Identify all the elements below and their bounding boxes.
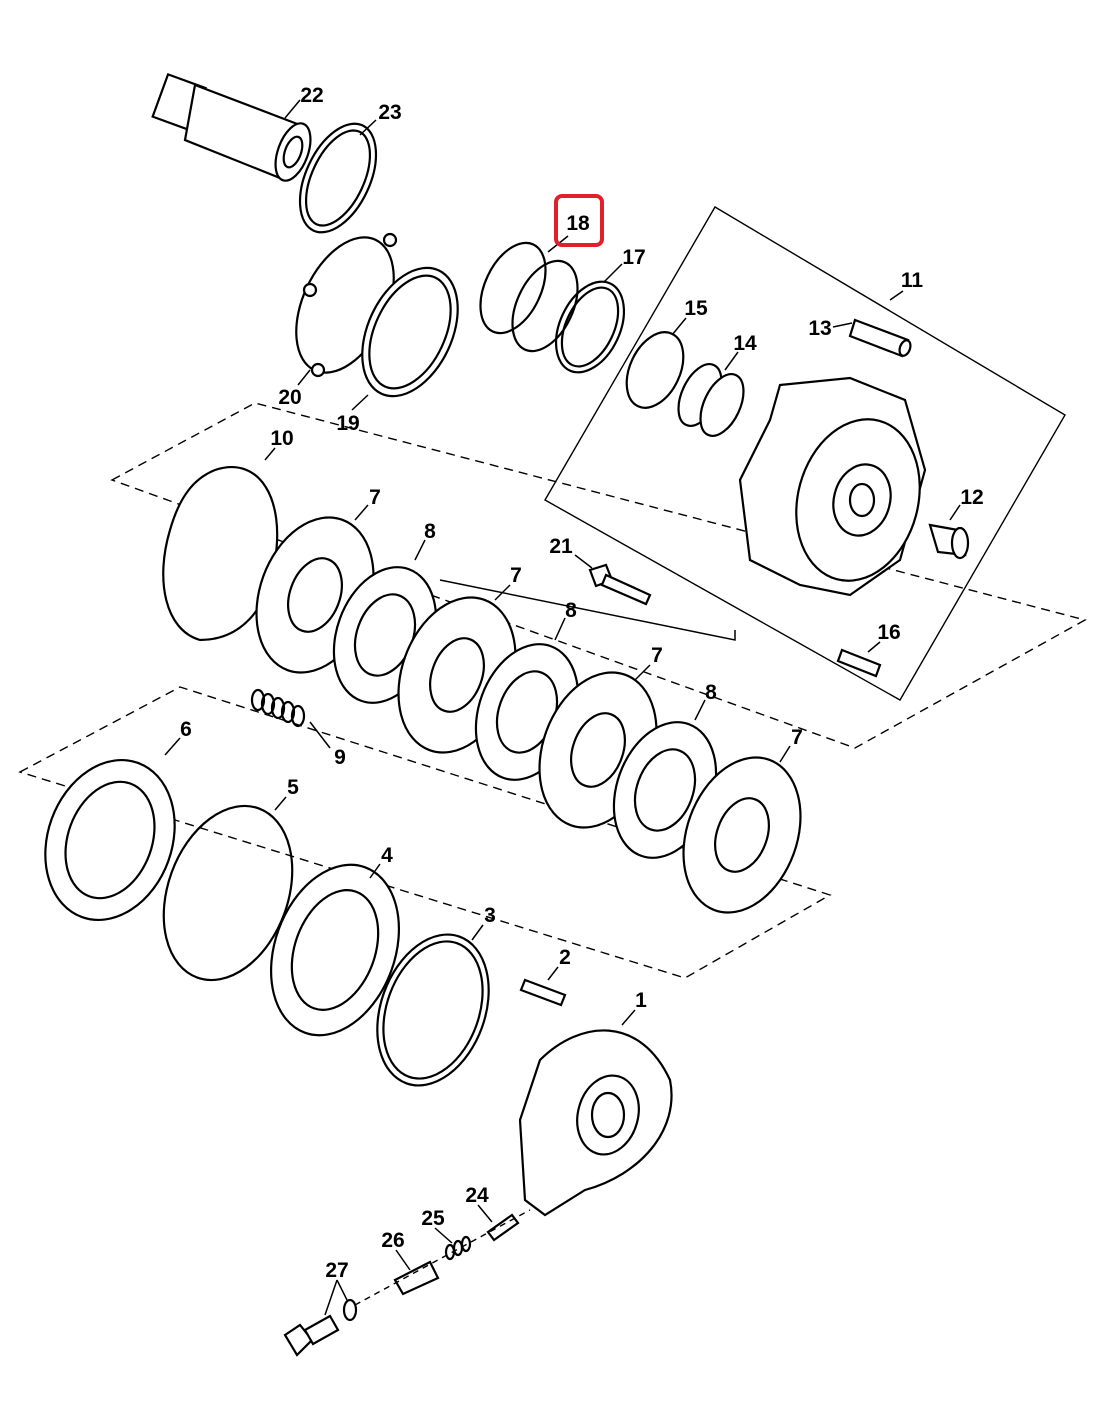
callout-23[interactable]: 23 bbox=[378, 101, 401, 124]
part-4-piston[interactable] bbox=[249, 847, 422, 1053]
part-14-bushing[interactable] bbox=[670, 357, 753, 442]
part-15-snap-ring[interactable] bbox=[615, 323, 694, 417]
part-27-plug[interactable] bbox=[283, 1298, 358, 1357]
brake-pack-group-outline bbox=[110, 402, 1087, 749]
callout-6[interactable]: 6 bbox=[180, 718, 192, 741]
callout-2[interactable]: 2 bbox=[559, 946, 571, 969]
callout-4[interactable]: 4 bbox=[381, 844, 393, 867]
callout-1[interactable]: 1 bbox=[635, 989, 647, 1012]
callout-24[interactable]: 24 bbox=[465, 1184, 489, 1207]
callout-25[interactable]: 25 bbox=[421, 1207, 445, 1230]
part-22-shaft[interactable] bbox=[151, 72, 318, 185]
highlight-box-part-18 bbox=[554, 194, 604, 247]
part-13-pin[interactable] bbox=[848, 318, 912, 358]
callout-7d[interactable]: 7 bbox=[791, 726, 803, 749]
callout-8a[interactable]: 8 bbox=[424, 520, 436, 543]
callout-8c[interactable]: 8 bbox=[705, 681, 717, 704]
callout-14[interactable]: 14 bbox=[733, 332, 757, 355]
part-9-spring[interactable] bbox=[250, 688, 306, 728]
part-2-pin[interactable] bbox=[519, 978, 567, 1007]
part-18-snap-rings[interactable] bbox=[467, 233, 590, 362]
part-16-pin[interactable] bbox=[836, 648, 882, 678]
callout-3[interactable]: 3 bbox=[484, 904, 496, 927]
part-23-ring[interactable] bbox=[284, 112, 391, 244]
part-10-gasket[interactable] bbox=[162, 466, 279, 642]
callout-8b[interactable]: 8 bbox=[565, 599, 577, 622]
callout-10[interactable]: 10 bbox=[270, 427, 293, 450]
part-19-ring[interactable] bbox=[343, 253, 477, 412]
piston-group-outline bbox=[18, 686, 832, 979]
part-12-bushing[interactable] bbox=[928, 523, 970, 560]
part-6-plate[interactable] bbox=[24, 742, 197, 939]
part-21-bolt[interactable] bbox=[588, 563, 652, 606]
callout-5[interactable]: 5 bbox=[287, 776, 299, 799]
part-17-ring[interactable] bbox=[543, 271, 638, 383]
part-7-friction-disc[interactable] bbox=[663, 741, 821, 929]
assembly-line bbox=[354, 1209, 531, 1306]
callout-20[interactable]: 20 bbox=[278, 386, 301, 409]
callout-7b[interactable]: 7 bbox=[510, 564, 522, 587]
housing-assembly-box bbox=[544, 206, 1066, 701]
callout-22[interactable]: 22 bbox=[300, 84, 323, 107]
callout-26[interactable]: 26 bbox=[381, 1229, 404, 1252]
leader-lines bbox=[164, 99, 961, 1316]
leader-line bbox=[439, 579, 736, 641]
callout-27[interactable]: 27 bbox=[325, 1259, 348, 1282]
callout-17[interactable]: 17 bbox=[622, 246, 645, 269]
callout-12[interactable]: 12 bbox=[960, 486, 983, 509]
callout-16[interactable]: 16 bbox=[877, 621, 900, 644]
callout-7c[interactable]: 7 bbox=[651, 644, 663, 667]
part-11-housing[interactable] bbox=[738, 376, 937, 597]
part-3-seal[interactable] bbox=[357, 919, 508, 1101]
part-26-plunger[interactable] bbox=[393, 1260, 440, 1296]
callout-7a[interactable]: 7 bbox=[369, 486, 381, 509]
callout-9[interactable]: 9 bbox=[334, 746, 346, 769]
callout-19[interactable]: 19 bbox=[336, 412, 359, 435]
part-1-cover[interactable] bbox=[518, 1029, 673, 1217]
callout-15[interactable]: 15 bbox=[684, 297, 708, 320]
callout-11[interactable]: 11 bbox=[901, 269, 924, 292]
callout-13[interactable]: 13 bbox=[808, 317, 831, 340]
callout-21[interactable]: 21 bbox=[549, 535, 573, 558]
callout-18[interactable]: 18 bbox=[566, 212, 590, 235]
